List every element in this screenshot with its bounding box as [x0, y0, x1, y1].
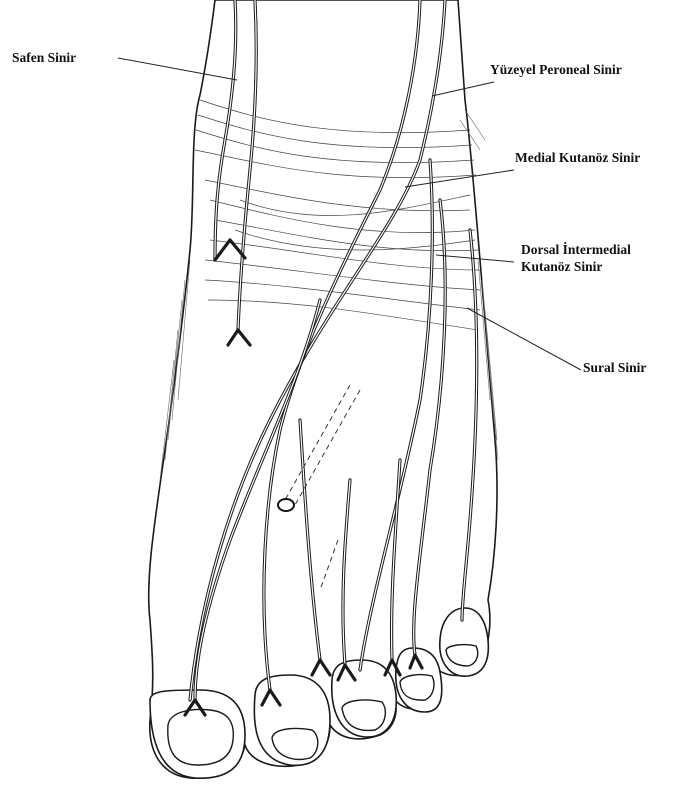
label-sural-nerve: Sural Sinir	[583, 360, 646, 376]
label-saphenous-nerve: Safen Sinir	[12, 50, 76, 66]
label-dorsal-intermediate-line2: Kutanöz Sinir	[521, 259, 602, 275]
label-medial-cutaneous-nerve: Medial Kutanöz Sinir	[515, 150, 640, 166]
label-superficial-peroneal-nerve: Yüzeyel Peroneal Sinir	[490, 62, 622, 78]
label-dorsal-intermediate-line1: Dorsal İntermedial	[521, 242, 631, 258]
injection-site	[278, 499, 294, 511]
